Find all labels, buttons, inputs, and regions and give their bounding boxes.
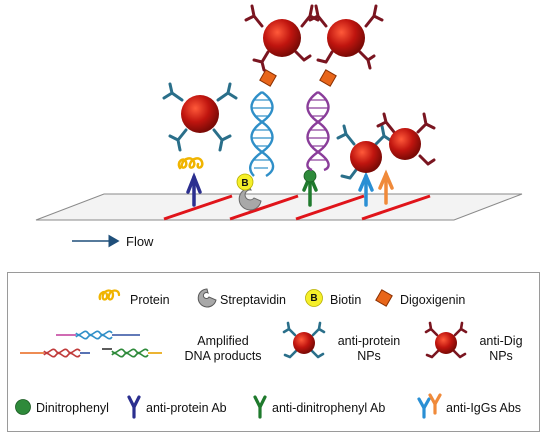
legend-protein-label: Protein (130, 293, 170, 307)
legend-biotin-label: Biotin (330, 293, 362, 307)
flow-label: Flow (126, 234, 154, 249)
protein-molecule (177, 157, 204, 170)
assay-scene: B (35, 4, 523, 248)
digoxigenin-icon (375, 289, 393, 307)
dinitrophenyl-icon (15, 399, 31, 415)
test-line-2 (229, 194, 299, 221)
control-antibody-anti-igg-orange (378, 169, 394, 205)
dinitrophenyl-on-strip (303, 169, 317, 183)
test-line-4 (361, 194, 431, 221)
dna-helix-blue (249, 91, 275, 178)
legend-biotin-letter: B (310, 293, 318, 304)
legend-digoxigenin-label: Digoxigenin (400, 293, 466, 307)
legend-streptavidin-label: Streptavidin (220, 293, 287, 307)
legend-anti-dig-np-line2: NPs (489, 349, 513, 363)
control-antibody-anti-igg-blue (358, 171, 374, 207)
anti-protein-np-captured (336, 124, 392, 180)
legend-dinitrophenyl-label: Dinitrophenyl (36, 401, 109, 415)
legend-anti-dinitrophenyl-ab-label: anti-dinitrophenyl Ab (272, 401, 386, 415)
digoxigenin-tag-2 (319, 69, 337, 87)
digoxigenin-tag-1 (259, 69, 277, 87)
legend-anti-protein-np-line2: NPs (357, 349, 381, 363)
anti-iggs-abs-icon (417, 393, 442, 419)
legend-anti-protein-ab-label: anti-protein Ab (146, 401, 227, 415)
biotin-icon (305, 289, 323, 307)
legend-box: Protein Streptavidin B Biotin Digoxigeni… (7, 272, 540, 432)
anti-dinitrophenyl-ab-icon (253, 395, 267, 419)
anti-protein-ab-icon (127, 395, 141, 419)
anti-dig-np-captured (376, 112, 436, 166)
anti-dig-np-icon (424, 321, 468, 359)
legend-anti-iggs-abs-label: anti-IgGs Abs (446, 401, 522, 415)
dna-helix-purple (306, 91, 330, 172)
legend-anti-protein-np-line1: anti-protein (337, 334, 401, 348)
capture-antibody-anti-protein (186, 172, 202, 207)
test-lines (163, 194, 431, 221)
test-line-1 (163, 194, 233, 221)
anti-dig-np-1 (244, 4, 320, 72)
legend-amplified-line1: Amplified (197, 334, 249, 348)
biotin-on-strip: B (236, 173, 254, 191)
streptavidin-on-strip (238, 187, 262, 211)
biotin-letter: B (241, 178, 248, 189)
test-line-3 (295, 194, 365, 221)
streptavidin-icon (197, 288, 217, 308)
anti-protein-np-1 (162, 82, 238, 152)
legend-anti-dig-np-line1: anti-Dig (479, 334, 523, 348)
legend-amplified-line2: DNA products (184, 349, 262, 363)
anti-protein-np-icon (282, 321, 326, 359)
anti-dig-np-2 (308, 4, 384, 70)
protein-icon (98, 289, 121, 301)
dna-products-icon (20, 330, 162, 358)
test-strip (35, 193, 523, 221)
